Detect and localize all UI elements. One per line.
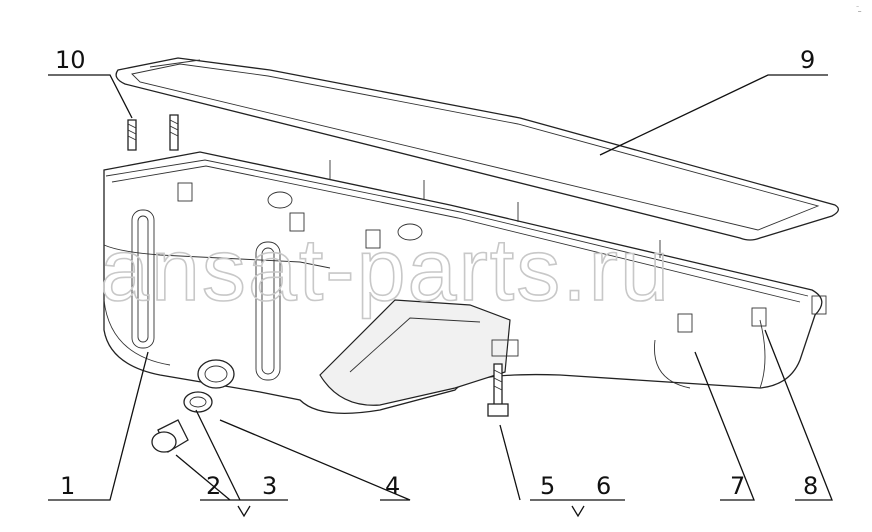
oil-pan <box>103 151 827 414</box>
callout-9: 9 <box>800 46 815 74</box>
studs <box>127 114 179 151</box>
callout-numbers: 10 9 1 2 3 4 5 6 7 8 <box>55 46 818 500</box>
callout-10: 10 <box>55 46 86 74</box>
watermark-text: ansat-parts.ru <box>100 220 671 319</box>
callout-8: 8 <box>803 472 818 500</box>
corner-mark: ⁻ ̲ <box>856 5 862 12</box>
callout-2: 2 <box>206 472 221 500</box>
callout-4: 4 <box>385 472 400 500</box>
callout-7: 7 <box>730 472 745 500</box>
mounting-bolt <box>487 363 509 417</box>
callout-6: 6 <box>596 472 611 500</box>
callout-1: 1 <box>60 472 75 500</box>
drain-assembly <box>151 359 235 453</box>
callout-5: 5 <box>540 472 555 500</box>
leader-lines <box>48 74 833 518</box>
oil-pan-gasket <box>115 57 839 241</box>
callout-3: 3 <box>262 472 277 500</box>
